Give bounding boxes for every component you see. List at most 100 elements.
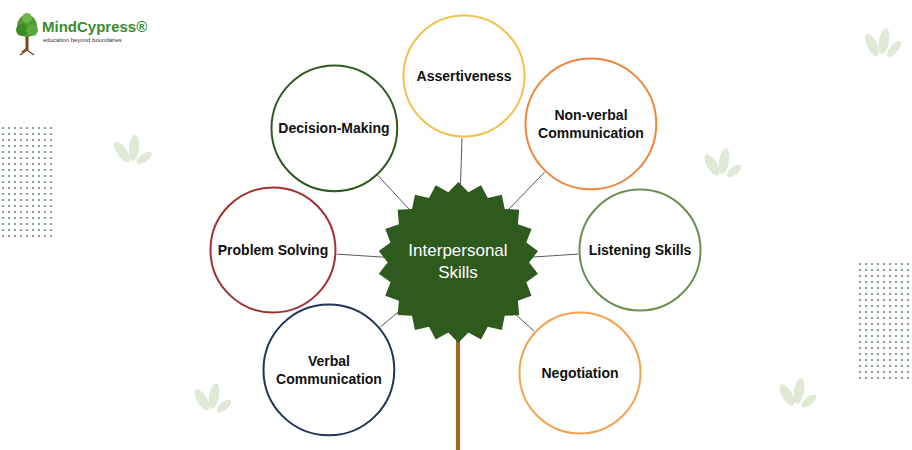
grid-dot — [32, 181, 34, 183]
grid-dot — [883, 359, 885, 361]
grid-dot — [38, 229, 40, 231]
grid-dot — [20, 217, 22, 219]
grid-dot — [889, 323, 891, 325]
grid-dot — [865, 299, 867, 301]
grid-dot — [50, 163, 52, 165]
grid-dot — [2, 145, 4, 147]
grid-dot — [50, 139, 52, 141]
grid-dot — [895, 371, 897, 373]
grid-dot — [871, 275, 873, 277]
grid-dot — [26, 229, 28, 231]
grid-dot — [889, 365, 891, 367]
grid-dot — [20, 157, 22, 159]
grid-dot — [2, 199, 4, 201]
grid-dot — [26, 193, 28, 195]
grid-dot — [859, 341, 861, 343]
grid-dot — [14, 217, 16, 219]
grid-dot — [901, 281, 903, 283]
dot-grid — [859, 263, 909, 379]
grid-dot — [20, 235, 22, 237]
skill-circle: Assertiveness — [402, 14, 526, 138]
grid-dot — [895, 353, 897, 355]
grid-dot — [889, 317, 891, 319]
grid-dot — [895, 293, 897, 295]
grid-dot — [38, 133, 40, 135]
grid-dot — [901, 275, 903, 277]
grid-dot — [907, 347, 909, 349]
grid-dot — [44, 151, 46, 153]
grid-dot — [32, 235, 34, 237]
grid-dot — [907, 323, 909, 325]
grid-dot — [14, 211, 16, 213]
grid-dot — [38, 151, 40, 153]
grid-dot — [883, 341, 885, 343]
grid-dot — [877, 275, 879, 277]
grid-dot — [32, 175, 34, 177]
grid-dot — [14, 223, 16, 225]
grid-dot — [20, 199, 22, 201]
grid-dot — [859, 329, 861, 331]
grid-dot — [895, 359, 897, 361]
grid-dot — [32, 133, 34, 135]
grid-dot — [26, 217, 28, 219]
grid-dot — [895, 299, 897, 301]
circle-shape — [580, 190, 701, 311]
grid-dot — [883, 335, 885, 337]
grid-dot — [889, 305, 891, 307]
grid-dot — [8, 211, 10, 213]
grid-dot — [2, 157, 4, 159]
starburst-outline — [377, 181, 540, 344]
dot-grid — [2, 127, 52, 237]
grid-dot — [20, 151, 22, 153]
grid-dot — [889, 269, 891, 271]
grid-dot — [889, 281, 891, 283]
logo-tagline: education beyond boundaries — [43, 37, 122, 43]
grid-dot — [26, 187, 28, 189]
grid-dot — [26, 145, 28, 147]
grid-dot — [907, 263, 909, 265]
grid-dot — [871, 335, 873, 337]
grid-dot — [907, 317, 909, 319]
grid-dot — [38, 169, 40, 171]
grid-dot — [8, 139, 10, 141]
grid-dot — [907, 269, 909, 271]
grid-dot — [865, 371, 867, 373]
grid-dot — [8, 163, 10, 165]
grid-dot — [8, 157, 10, 159]
grid-dot — [859, 365, 861, 367]
grid-dot — [8, 217, 10, 219]
grid-dot — [871, 263, 873, 265]
grid-dot — [907, 371, 909, 373]
grid-dot — [44, 127, 46, 129]
grid-dot — [50, 145, 52, 147]
grid-dot — [14, 175, 16, 177]
grid-dot — [44, 181, 46, 183]
grid-dot — [2, 151, 4, 153]
grid-dot — [883, 287, 885, 289]
skill-circle: Problem Solving — [209, 186, 337, 314]
grid-dot — [889, 371, 891, 373]
grid-dot — [877, 317, 879, 319]
grid-dot — [865, 263, 867, 265]
grid-dot — [889, 287, 891, 289]
grid-dot — [907, 341, 909, 343]
grid-dot — [901, 341, 903, 343]
grid-dot — [895, 377, 897, 379]
grid-dot — [877, 347, 879, 349]
grid-dot — [32, 205, 34, 207]
skill-label: Verbal Communication — [273, 352, 385, 388]
grid-dot — [14, 169, 16, 171]
grid-dot — [14, 199, 16, 201]
grid-dot — [877, 287, 879, 289]
grid-dot — [50, 199, 52, 201]
grid-dot — [877, 335, 879, 337]
grid-dot — [44, 235, 46, 237]
grid-dot — [865, 353, 867, 355]
grid-dot — [2, 127, 4, 129]
grid-dot — [8, 151, 10, 153]
grid-dot — [20, 223, 22, 225]
grid-dot — [44, 145, 46, 147]
center-starburst: Interpersonal Skills — [377, 181, 540, 344]
grid-dot — [901, 371, 903, 373]
